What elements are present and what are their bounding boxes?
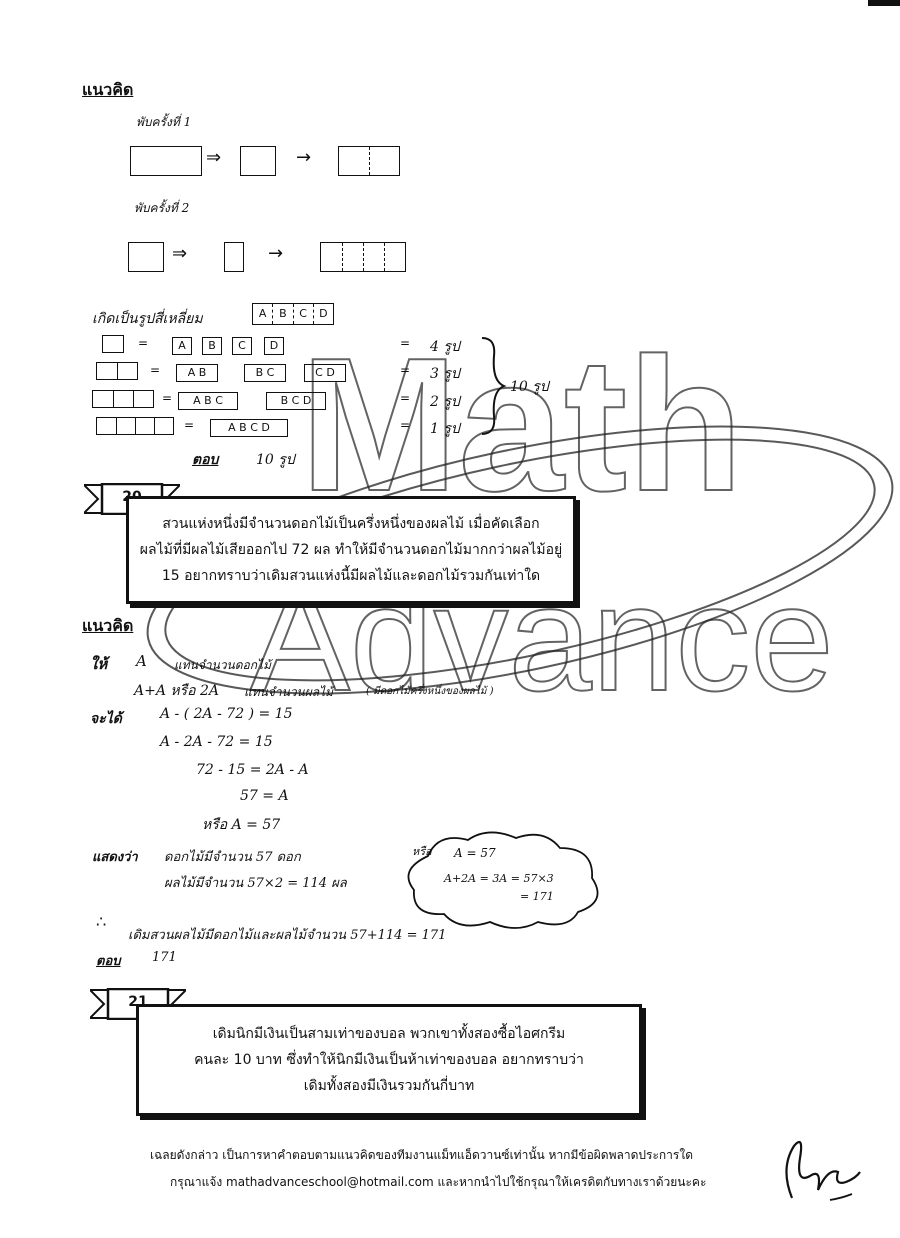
conclusion: เดิมสวนผลไม้มีดอกไม้และผลไม้จำนวน 57+114… <box>128 928 447 943</box>
row3-eq: = <box>162 391 173 405</box>
arrow-icon: ⇒ <box>206 147 222 168</box>
step-5: หรือ A = 57 <box>202 817 281 833</box>
fold2-label: พับครั้งที่ 2 <box>134 201 190 215</box>
fold1-rect-a <box>130 146 202 176</box>
fold2-rect-c <box>320 242 406 272</box>
section1-heading: แนวคิด <box>82 80 134 99</box>
show-line-1: ดอกไม้มีจำนวน 57 ดอก <box>164 850 301 865</box>
let-var: A <box>136 652 147 670</box>
problem20-box: สวนแห่งหนึ่งมีจำนวนดอกไม้เป็นครึ่งหนึ่งข… <box>126 496 576 604</box>
row4-shape <box>96 417 174 435</box>
corner-mark <box>868 0 900 6</box>
arrow-icon: ⇒ <box>172 243 188 264</box>
show-line-2: ผลไม้มีจำนวน 57×2 = 114 ผล <box>164 876 347 891</box>
footer-line-2: กรุณาแจ้ง mathadvanceschool@hotmail.com … <box>170 1175 707 1189</box>
let-prefix: ให้ <box>90 655 108 673</box>
row1-eq: = <box>138 336 149 350</box>
row2-box: C D <box>304 364 346 382</box>
arrow-icon: → <box>296 147 312 168</box>
show-label: แสดงว่า <box>92 850 138 865</box>
problem21-box: เดิมนิกมีเงินเป็นสามเท่าของบอล พวกเขาทั้… <box>136 1004 642 1116</box>
step-3: 72 - 15 = 2A - A <box>196 762 309 778</box>
rectangle-label: เกิดเป็นรูปสี่เหลี่ยม <box>92 311 203 327</box>
answer2-value: 171 <box>152 950 177 965</box>
row4-eq: = <box>184 418 195 432</box>
problem20-line: 15 อยากทราบว่าเดิมสวนแห่งนี้มีผลไม้และดอ… <box>161 568 541 584</box>
fold1-label: พับครั้งที่ 1 <box>136 115 192 129</box>
row2-box: A B <box>176 364 218 382</box>
row1-box: D <box>264 337 284 355</box>
therefore-icon: ∴ <box>96 912 107 931</box>
cloud-line-2: A+2A = 3A = 57×3 <box>444 872 554 885</box>
step-2: A - 2A - 72 = 15 <box>160 734 273 750</box>
signature <box>785 1140 861 1201</box>
problem21-line: คนละ 10 บาท ซึ่งทำให้นิกมีเงินเป็นห้าเท่… <box>194 1052 584 1068</box>
footer-line-1: เฉลยดังกล่าว เป็นการหาคำตอบตามแนวคิดของท… <box>150 1148 693 1162</box>
fold1-rect-c <box>338 146 400 176</box>
total-count: 10 รูป <box>510 379 549 395</box>
row4-box: A B C D <box>210 419 288 437</box>
let-desc: แทนจำนวนดอกไม้ <box>174 658 271 672</box>
abcd-strip: A B C D <box>252 303 334 325</box>
row3-shape <box>92 390 154 408</box>
cloud-bubble <box>407 831 599 929</box>
fold2-rect-b <box>224 242 244 272</box>
arrow-icon: → <box>268 243 284 264</box>
problem21-line: เดิมนิกมีเงินเป็นสามเท่าของบอล พวกเขาทั้… <box>212 1026 566 1042</box>
answer1-value: 10 รูป <box>256 452 295 468</box>
cloud-title: หรือ <box>412 845 432 858</box>
step-1: A - ( 2A - 72 ) = 15 <box>160 706 293 722</box>
brace-icon <box>481 337 507 435</box>
let2-desc: แทนจำนวนผลไม้ <box>244 685 334 699</box>
answer1-label: ตอบ <box>192 452 219 468</box>
cloud-line-3: = 171 <box>520 890 554 903</box>
row2-box: B C <box>244 364 286 382</box>
row3-result: 2 รูป <box>430 394 460 410</box>
cloud-line-1: A = 57 <box>454 846 496 860</box>
problem20-line: ผลไม้ที่มีผลไม้เสียออกไป 72 ผล ทำให้มีจำ… <box>139 542 563 558</box>
row2-shape <box>96 362 138 380</box>
let2-expr: A+A หรือ 2A <box>134 683 220 699</box>
row2-eq: = <box>150 363 161 377</box>
fold2-rect-a <box>128 242 164 272</box>
step-4: 57 = A <box>240 788 289 804</box>
row1-shape <box>102 335 124 353</box>
row2-result: 3 รูป <box>430 366 460 382</box>
problem21-line: เดิมทั้งสองมีเงินรวมกันกี่บาท <box>303 1078 475 1094</box>
problem20-line: สวนแห่งหนึ่งมีจำนวนดอกไม้เป็นครึ่งหนึ่งข… <box>162 516 540 532</box>
answer2-label: ตอบ <box>96 954 121 969</box>
row1-result: 4 รูป <box>430 339 460 355</box>
row4-result: 1 รูป <box>430 421 460 437</box>
row3-box: A B C <box>178 392 238 410</box>
row1-box: A <box>172 337 192 355</box>
fold1-rect-b <box>240 146 276 176</box>
section2-heading: แนวคิด <box>82 616 134 635</box>
get-label: จะได้ <box>90 711 122 727</box>
row3-box: B C D <box>266 392 326 410</box>
row1-box: B <box>202 337 222 355</box>
let2-note: ( มีดอกไม้ครึ่งหนึ่งของผลไม้ ) <box>366 686 494 697</box>
row1-box: C <box>232 337 252 355</box>
